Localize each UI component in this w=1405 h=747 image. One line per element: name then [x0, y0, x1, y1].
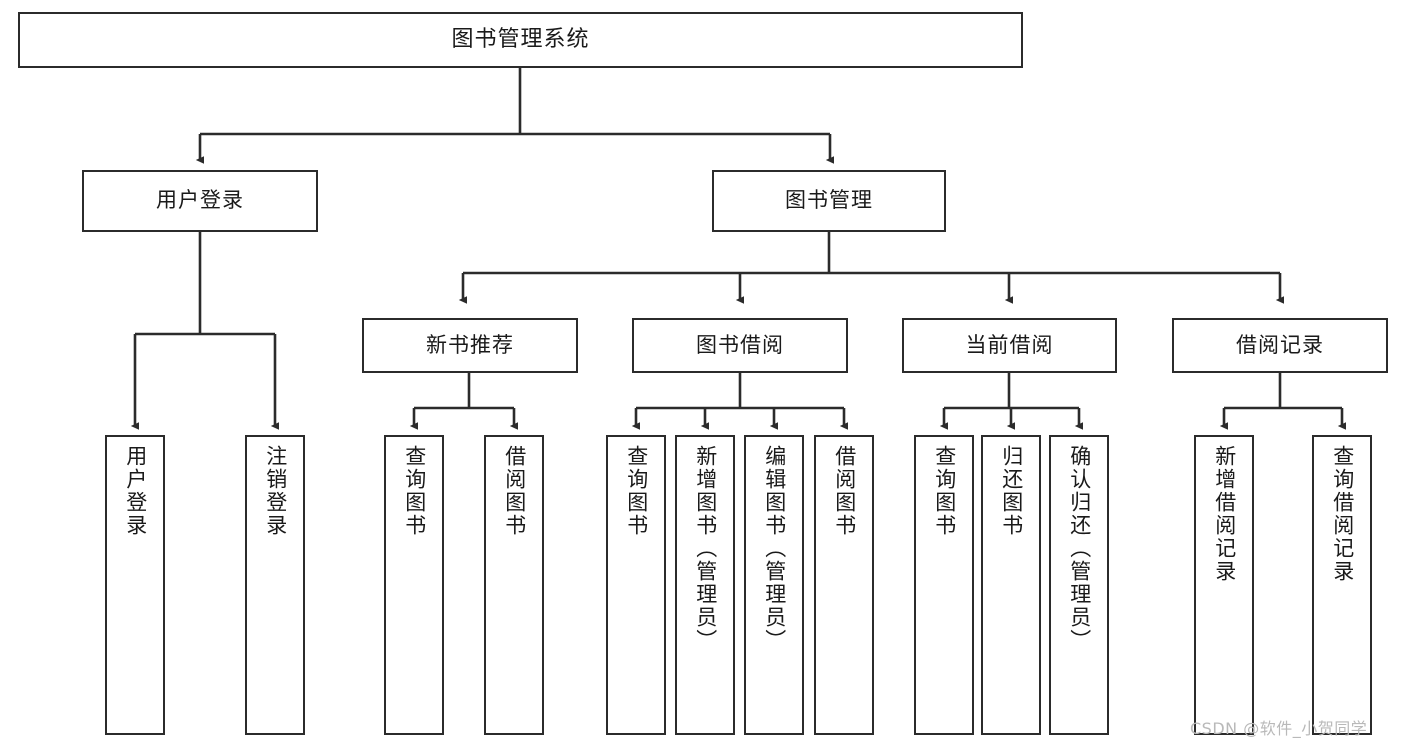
node-borrow-record[interactable]: 借阅记录 [1172, 318, 1388, 373]
leaf-new-book-query[interactable]: 查询图书 [384, 435, 444, 735]
leaf-current-borrow-query[interactable]: 查询图书 [914, 435, 974, 735]
leaf-new-book-borrow[interactable]: 借阅图书 [484, 435, 544, 735]
node-label: 图书管理系统 [451, 26, 590, 52]
node-label: 借阅图书 [502, 445, 527, 537]
node-label: 用户登录 [123, 445, 148, 537]
node-book-management[interactable]: 图书管理 [712, 170, 946, 232]
node-label: 确认归还（管理员） [1067, 445, 1092, 652]
leaf-current-borrow-confirm[interactable]: 确认归还（管理员） [1049, 435, 1109, 735]
node-label: 借阅记录 [1236, 332, 1324, 357]
node-label: 图书借阅 [696, 332, 784, 357]
node-label: 查询借阅记录 [1330, 445, 1355, 583]
leaf-user-login-logout[interactable]: 注销登录 [245, 435, 305, 735]
leaf-book-borrow-edit[interactable]: 编辑图书（管理员） [744, 435, 804, 735]
node-new-book-recommend[interactable]: 新书推荐 [362, 318, 578, 373]
node-label: 用户登录 [156, 188, 244, 213]
node-label: 借阅图书 [832, 445, 857, 537]
node-root-system[interactable]: 图书管理系统 [18, 12, 1023, 68]
node-label: 图书管理 [785, 188, 873, 213]
node-label: 新书推荐 [426, 332, 514, 357]
node-label: 查询图书 [624, 445, 649, 537]
leaf-book-borrow-query[interactable]: 查询图书 [606, 435, 666, 735]
node-label: 查询图书 [402, 445, 427, 537]
node-label: 新增图书（管理员） [693, 445, 718, 652]
node-label: 新增借阅记录 [1212, 445, 1237, 583]
node-label: 归还图书 [999, 445, 1024, 537]
node-label: 编辑图书（管理员） [762, 445, 787, 652]
leaf-current-borrow-return[interactable]: 归还图书 [981, 435, 1041, 735]
node-label: 注销登录 [263, 445, 288, 537]
csdn-watermark: CSDN @软件_小贺同学 [1190, 719, 1368, 738]
node-current-borrow[interactable]: 当前借阅 [902, 318, 1117, 373]
leaf-borrow-record-add[interactable]: 新增借阅记录 [1194, 435, 1254, 735]
leaf-user-login-login[interactable]: 用户登录 [105, 435, 165, 735]
leaf-book-borrow-add[interactable]: 新增图书（管理员） [675, 435, 735, 735]
leaf-book-borrow-borrow[interactable]: 借阅图书 [814, 435, 874, 735]
node-user-login[interactable]: 用户登录 [82, 170, 318, 232]
node-label: 当前借阅 [965, 332, 1054, 357]
leaf-borrow-record-query[interactable]: 查询借阅记录 [1312, 435, 1372, 735]
node-label: 查询图书 [932, 445, 957, 537]
node-book-borrow[interactable]: 图书借阅 [632, 318, 848, 373]
